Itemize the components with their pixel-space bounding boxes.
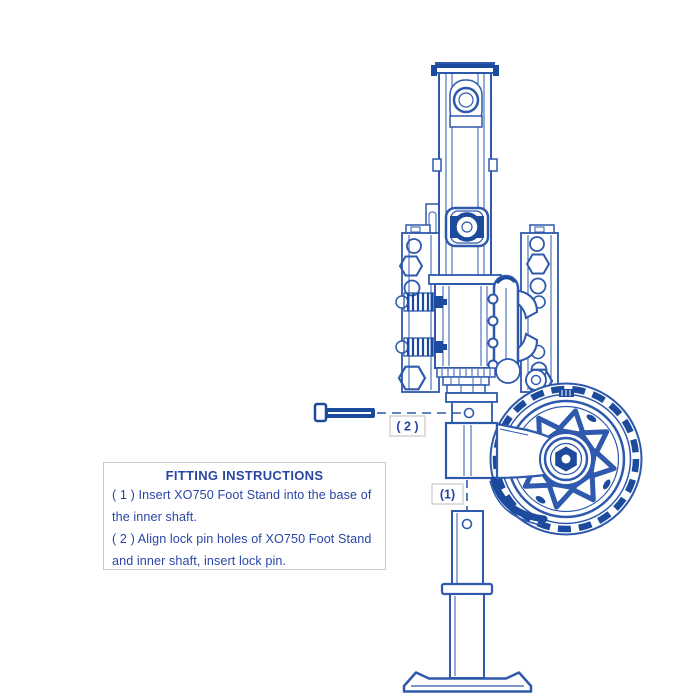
clamp-springs [395, 291, 449, 358]
instructions-title: FITTING INSTRUCTIONS [165, 468, 324, 483]
fork-leg [490, 476, 548, 523]
swivel-head [436, 367, 499, 480]
outer-tube [425, 62, 499, 355]
lock-pin-hole [463, 407, 475, 419]
instructions-line-3: ( 2 ) Align lock pin holes of XO750 Foot… [112, 532, 372, 546]
caster-wheel [489, 382, 643, 536]
instructions-line-2: the inner shaft. [112, 510, 197, 524]
left-bracket-plate [397, 224, 440, 393]
winding-handle-boss [444, 206, 490, 248]
foot-stand-outer-tube [449, 593, 485, 679]
callout-2: ( 2 ) [389, 415, 426, 437]
foot-stand-collar [440, 582, 494, 596]
lock-pin-head [313, 402, 328, 423]
handle-mount-hole [452, 86, 480, 114]
hex-bolt [397, 365, 427, 391]
hex-bolt [525, 253, 551, 275]
instructions-box: FITTING INSTRUCTIONS ( 1 ) Insert XO750 … [103, 462, 386, 570]
instructions-line-1: ( 1 ) Insert XO750 Foot Stand into the b… [112, 488, 372, 502]
callout-1: (1) [431, 483, 464, 505]
hex-bolt [398, 255, 424, 277]
foot-stand-base [402, 671, 533, 693]
callout-1-label: (1) [440, 488, 455, 502]
wheel-hub [539, 432, 593, 486]
callout-2-label: ( 2 ) [396, 420, 418, 434]
foot-stand-pin-hole [461, 518, 473, 530]
leader-lines [377, 412, 468, 510]
instructions-line-4: and inner shaft, insert lock pin. [112, 554, 287, 568]
lock-pin [313, 402, 375, 423]
clamp-handle [487, 274, 539, 376]
foot-stand [402, 510, 533, 693]
